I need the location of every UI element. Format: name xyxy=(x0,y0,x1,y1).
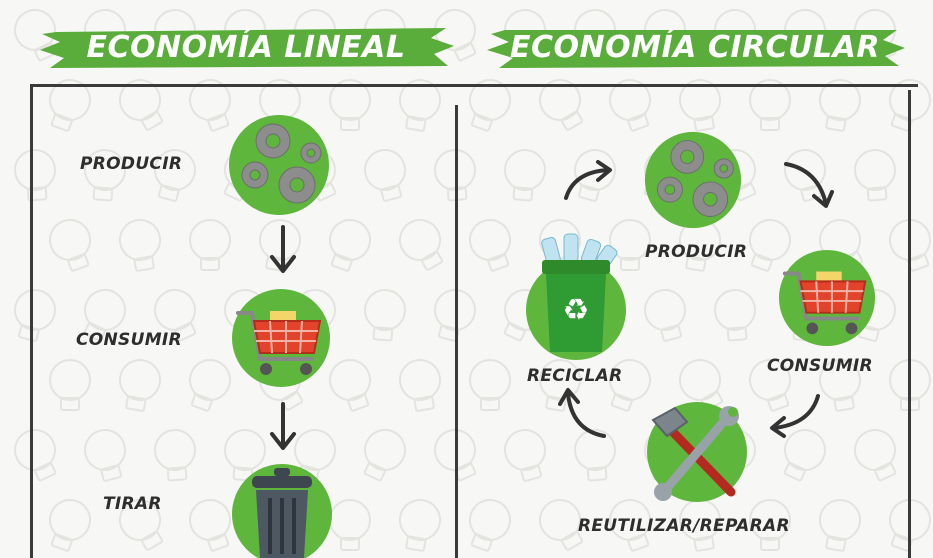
economia-circular-title: ECONOMÍA CIRCULAR xyxy=(510,29,880,65)
hammer-wrench-icon xyxy=(647,402,747,502)
left-step-label-producir: PRODUCIR xyxy=(80,154,183,174)
economia-lineal-banner: ECONOMÍA LINEAL xyxy=(36,24,456,70)
right-step-label-consumir: CONSUMIR xyxy=(767,356,873,376)
arrow-curve-icon xyxy=(558,388,606,438)
right-border-line xyxy=(908,90,911,558)
shopping-cart-icon xyxy=(232,289,330,387)
recycling-bin-icon: ♻ xyxy=(526,233,626,360)
center-divider-line xyxy=(455,105,458,558)
arrow-curve-icon xyxy=(770,394,820,438)
shopping-cart-icon xyxy=(778,249,876,347)
gears-icon xyxy=(229,115,329,215)
right-step-label-reutilizar-reparar: REUTILIZAR/REPARAR xyxy=(578,516,790,536)
right-step-label-reciclar: RECICLAR xyxy=(527,366,623,386)
gears-icon xyxy=(644,131,742,229)
left-step-label-tirar: TIRAR xyxy=(103,494,162,514)
arrow-curve-icon xyxy=(564,160,612,200)
trash-can-icon xyxy=(232,464,332,558)
top-divider-line xyxy=(30,84,918,87)
economia-lineal-title: ECONOMÍA LINEAL xyxy=(86,29,406,65)
arrow-down-icon xyxy=(270,402,296,450)
economia-circular-banner: ECONOMÍA CIRCULAR xyxy=(483,24,907,70)
arrow-down-icon xyxy=(270,225,296,273)
left-border-line xyxy=(30,84,33,558)
right-step-label-producir: PRODUCIR xyxy=(645,242,748,262)
arrow-curve-icon xyxy=(784,162,834,208)
svg-text:♻: ♻ xyxy=(563,293,590,328)
left-step-label-consumir: CONSUMIR xyxy=(76,330,182,350)
